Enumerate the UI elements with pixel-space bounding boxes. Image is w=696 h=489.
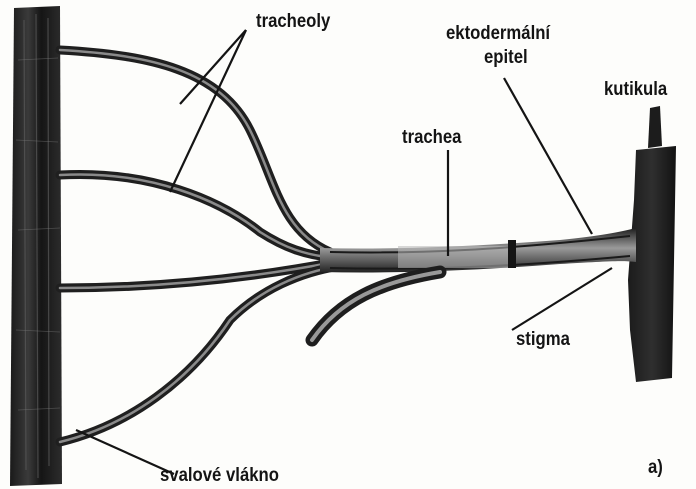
leader-epitel — [504, 78, 592, 234]
label-tracheoly: tracheoly — [256, 12, 330, 32]
label-stigma: stigma — [516, 330, 570, 350]
panel-label: a) — [648, 458, 663, 478]
leader-stigma — [512, 268, 612, 330]
label-kutikula: kutikula — [604, 80, 667, 100]
label-ektodermalni: ektodermální — [446, 24, 550, 44]
label-svalove-vlakno: svalové vlákno — [160, 466, 279, 486]
label-trachea: trachea — [402, 128, 461, 148]
trachea-trunk — [320, 228, 636, 273]
muscle-fiber — [10, 6, 62, 486]
tracheoles — [60, 50, 340, 442]
side-branch — [312, 272, 440, 340]
label-epitel: epitel — [484, 48, 528, 68]
